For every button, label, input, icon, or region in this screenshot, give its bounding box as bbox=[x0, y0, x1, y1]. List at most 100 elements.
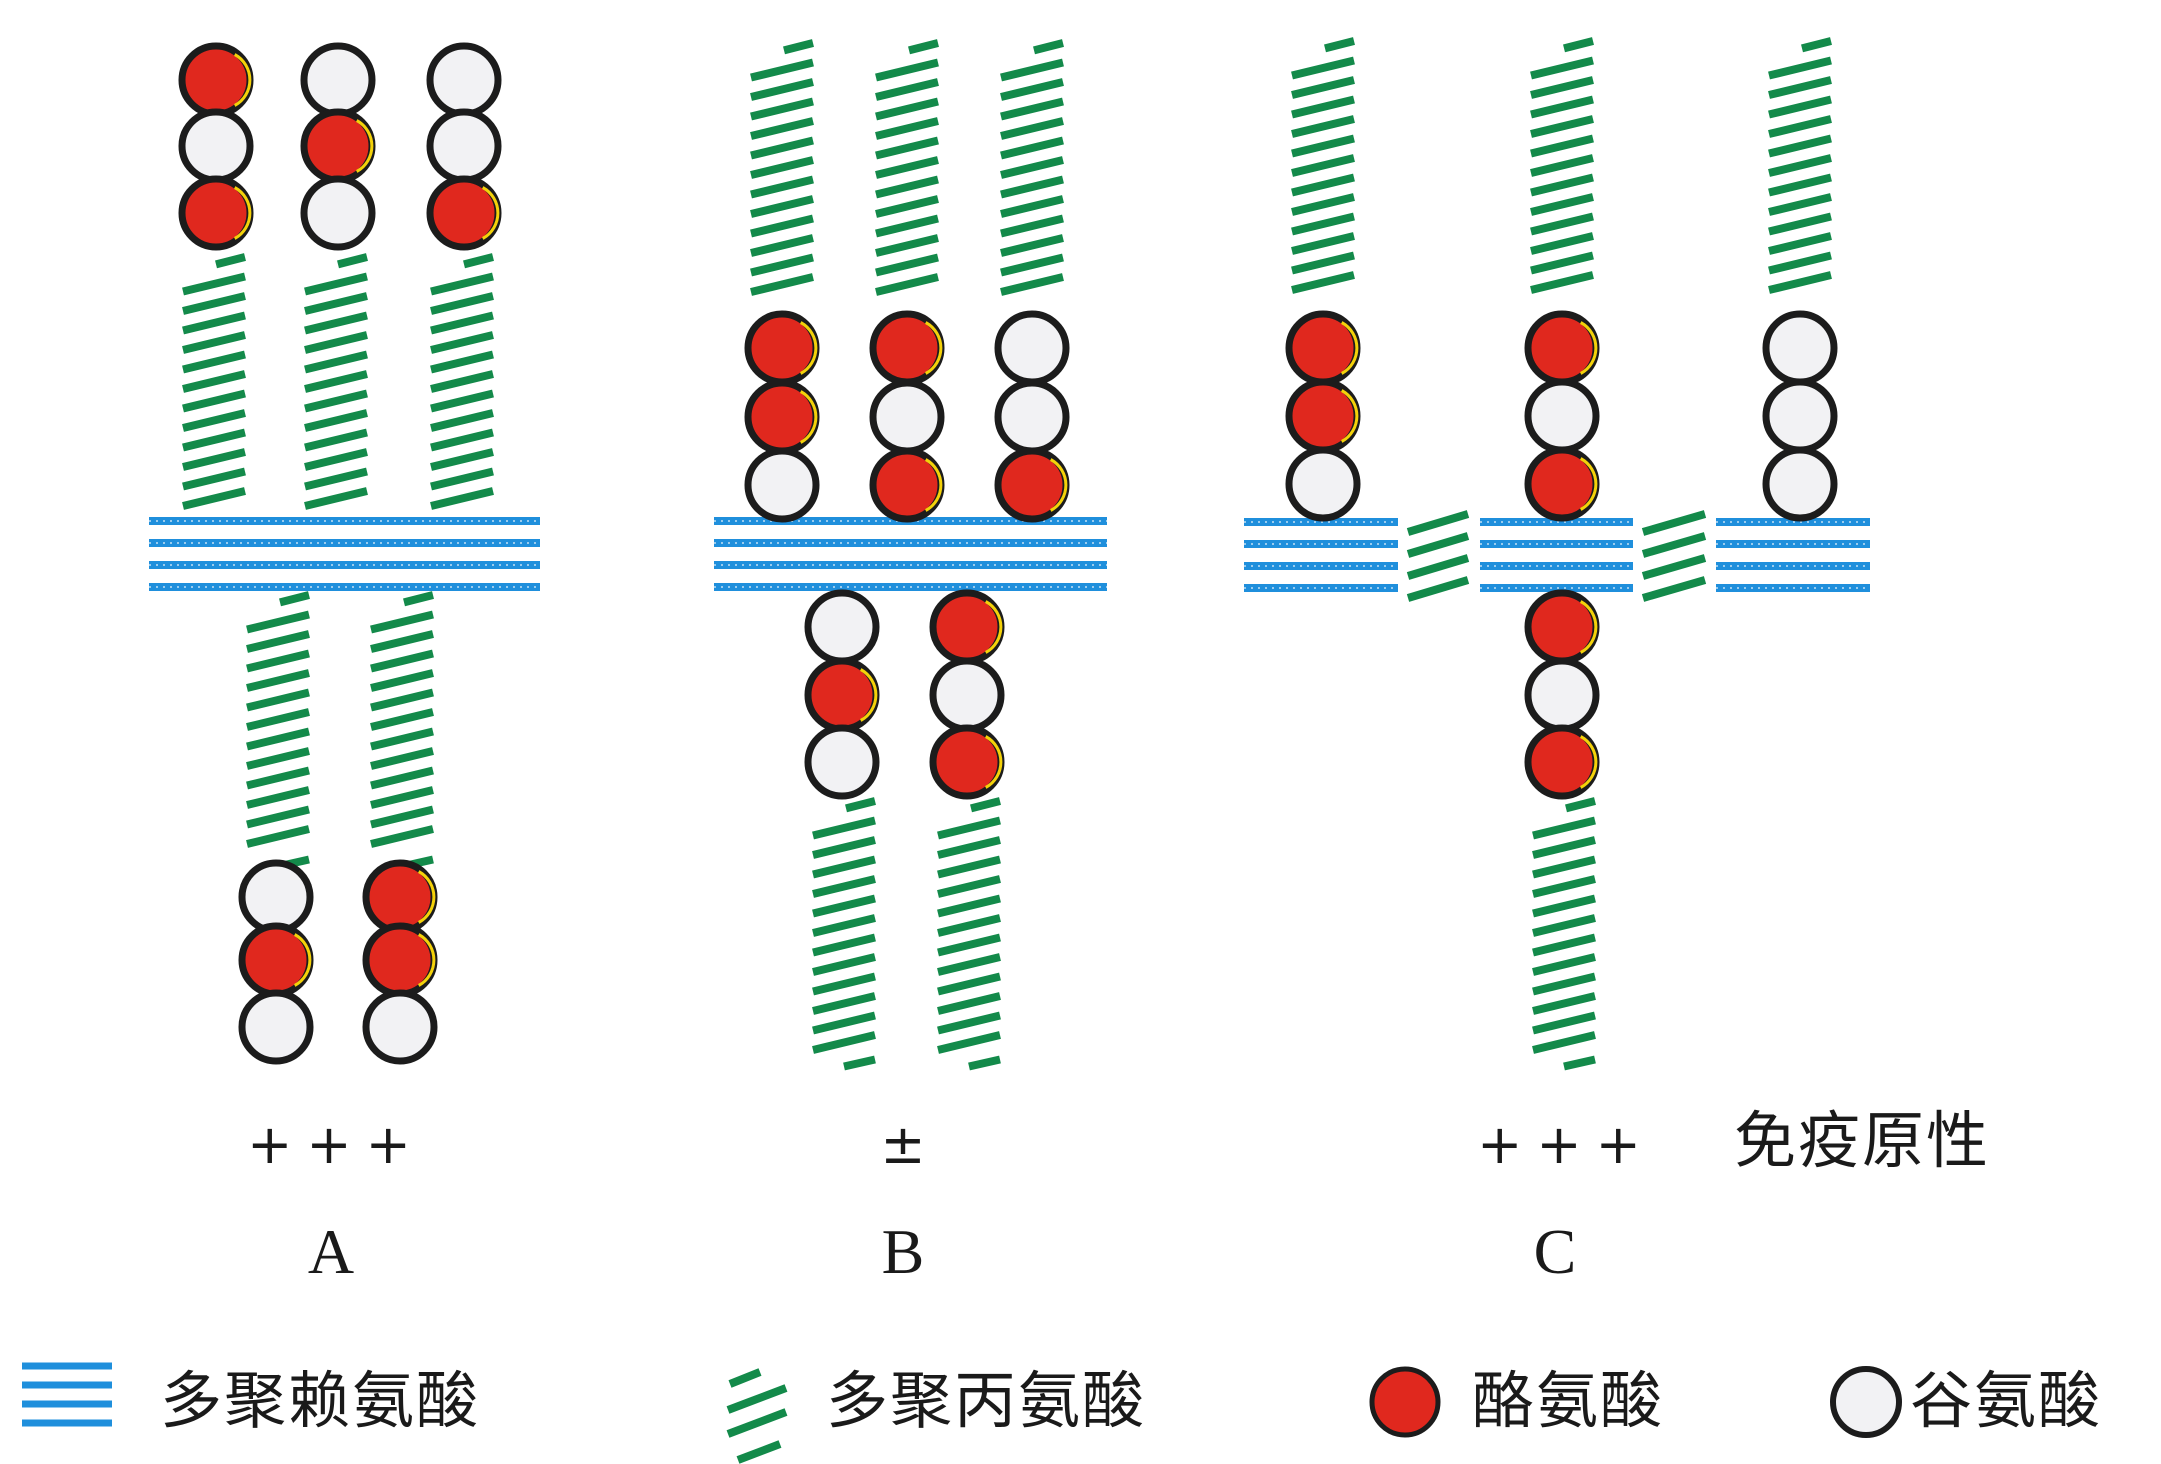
panel-c-lower-strand-1 bbox=[1532, 797, 1596, 1071]
panel-a-upper-chain-3 bbox=[426, 42, 502, 251]
alanine-dash bbox=[1530, 173, 1594, 197]
alanine-dash bbox=[215, 253, 246, 269]
alanine-dash bbox=[1768, 193, 1832, 216]
alanine-dash bbox=[1530, 56, 1594, 80]
alanine-dash bbox=[750, 175, 814, 199]
alanine-dash bbox=[1291, 251, 1355, 275]
alanine-dash bbox=[430, 292, 494, 315]
alanine-dash bbox=[968, 1055, 1001, 1071]
tyrosine-highlight bbox=[293, 933, 312, 987]
panel-c-upper-chain-1 bbox=[1285, 310, 1361, 522]
alanine-dash bbox=[246, 747, 310, 770]
alanine-dash bbox=[812, 953, 876, 976]
alanine-dash bbox=[304, 311, 368, 335]
alanine-dash bbox=[430, 467, 494, 491]
alanine-dash bbox=[246, 766, 310, 790]
alanine-dash bbox=[1530, 251, 1594, 275]
legend-label-glutamate: 谷氨酸 bbox=[1910, 1364, 2103, 1437]
alanine-dash bbox=[750, 253, 814, 277]
alanine-dash bbox=[937, 953, 1001, 976]
alanine-dash bbox=[1000, 214, 1064, 238]
alanine-strands-layer bbox=[182, 37, 1832, 1071]
tyrosine-highlight bbox=[859, 668, 878, 722]
glutamate-residue bbox=[178, 108, 254, 184]
alanine-dash bbox=[1291, 154, 1355, 177]
immunogenicity-label: 免疫原性 bbox=[1734, 1104, 1991, 1177]
alanine-dash bbox=[750, 195, 814, 218]
legend-label-tyrosine: 酪氨酸 bbox=[1472, 1364, 1665, 1437]
alanine-dash bbox=[1000, 253, 1064, 277]
alanine-dash bbox=[812, 875, 876, 898]
alanine-dash bbox=[812, 1011, 876, 1035]
alanine-dash bbox=[1532, 953, 1596, 976]
panel-a-immunogenicity: +++ bbox=[247, 1113, 425, 1176]
alanine-dash bbox=[279, 591, 310, 607]
alanine-dash bbox=[337, 253, 368, 269]
alanine-dash bbox=[182, 311, 246, 335]
alanine-dash bbox=[370, 766, 434, 790]
alanine-dash bbox=[1406, 554, 1470, 580]
alanine-dash bbox=[937, 1011, 1001, 1035]
panel-a-backbone bbox=[149, 517, 540, 591]
alanine-dash bbox=[1291, 212, 1355, 236]
alanine-dash bbox=[937, 836, 1001, 859]
tyrosine-highlight bbox=[1340, 321, 1359, 375]
alanine-dash bbox=[370, 747, 434, 770]
alanine-dash bbox=[970, 797, 1001, 813]
alanine-dash bbox=[1324, 37, 1355, 53]
alanine-dash bbox=[246, 805, 310, 829]
alanine-dash bbox=[430, 428, 494, 452]
tyrosine-highlight bbox=[233, 186, 252, 240]
poly-alanine-legend-icon bbox=[726, 1368, 788, 1464]
alanine-dash bbox=[1000, 156, 1064, 179]
alanine-dash bbox=[1565, 797, 1596, 813]
panel-c-lower-chain-1 bbox=[1524, 589, 1600, 800]
alanine-dash bbox=[1563, 1055, 1596, 1071]
alanine-dash bbox=[182, 292, 246, 315]
panel-a-upper-strand-2 bbox=[304, 253, 368, 510]
alanine-dash bbox=[750, 136, 814, 160]
alanine-dash bbox=[1291, 232, 1355, 255]
alanine-dash bbox=[1530, 193, 1594, 216]
glutamate-residue bbox=[1524, 378, 1600, 454]
alanine-dash bbox=[937, 1031, 1001, 1054]
alanine-dash bbox=[430, 448, 494, 471]
panel-b-backbone bbox=[714, 517, 1107, 591]
alanine-dash bbox=[304, 292, 368, 315]
alanine-dash bbox=[1641, 532, 1707, 558]
alanine-dash bbox=[875, 117, 939, 140]
alanine-dash bbox=[370, 610, 434, 634]
panel-a-lower-strand-1 bbox=[246, 591, 310, 871]
alanine-dash bbox=[304, 350, 368, 374]
legend-icons-layer bbox=[22, 1362, 1902, 1464]
alanine-dash bbox=[246, 727, 310, 751]
tyrosine-highlight bbox=[1579, 600, 1598, 654]
alanine-dash bbox=[1768, 95, 1832, 119]
alanine-dash bbox=[246, 610, 310, 634]
alanine-dash bbox=[370, 805, 434, 829]
residue-circles-layer bbox=[178, 42, 1838, 1065]
glutamate-residue bbox=[994, 310, 1070, 386]
alanine-dash bbox=[182, 370, 246, 393]
alanine-dash bbox=[304, 370, 368, 393]
alanine-dash bbox=[937, 992, 1001, 1015]
alanine-dash bbox=[937, 914, 1001, 937]
alanine-dash bbox=[726, 1408, 788, 1438]
alanine-dash bbox=[370, 825, 434, 848]
panel-c-backbone-segment-3 bbox=[1716, 518, 1870, 592]
alanine-dash bbox=[750, 156, 814, 179]
alanine-dash bbox=[246, 688, 310, 712]
panel-c-immunogenicity: +++ bbox=[1477, 1113, 1655, 1176]
alanine-dash bbox=[908, 39, 939, 55]
alanine-dash bbox=[1530, 154, 1594, 177]
glutamate-residue bbox=[300, 175, 376, 251]
glutamate-residue bbox=[1762, 446, 1838, 522]
alanine-dash bbox=[1532, 875, 1596, 898]
alanine-dash bbox=[1000, 175, 1064, 199]
panel-a-lower-strand-2 bbox=[370, 591, 434, 871]
tyrosine-highlight bbox=[1579, 457, 1598, 511]
alanine-dash bbox=[1532, 933, 1596, 957]
alanine-dash bbox=[430, 350, 494, 374]
alanine-dash bbox=[430, 272, 494, 296]
alanine-dash bbox=[1291, 193, 1355, 216]
